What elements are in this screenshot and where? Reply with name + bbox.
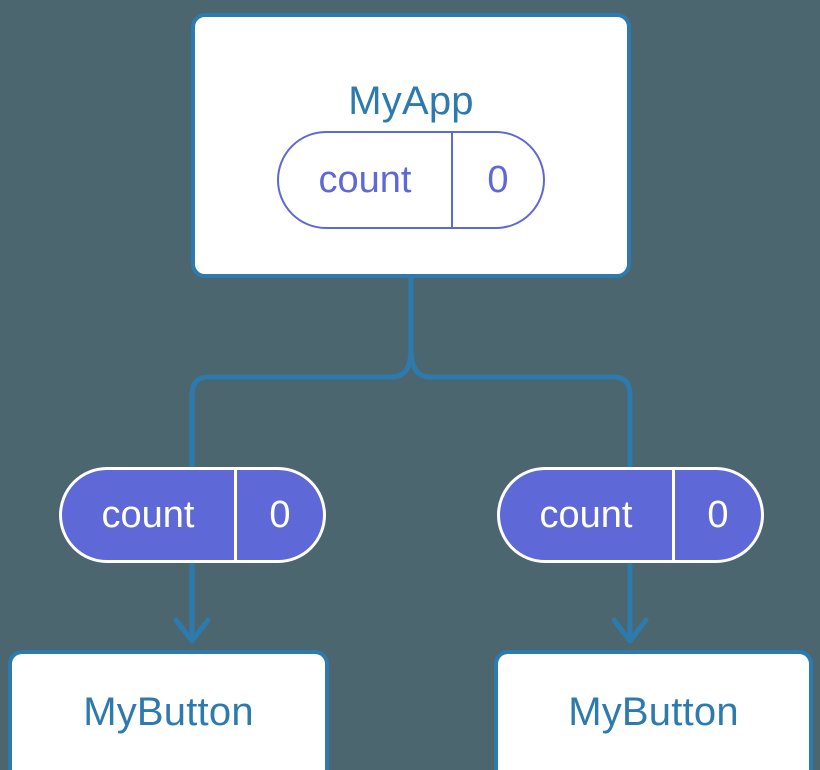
props-pill-key: count — [62, 470, 237, 560]
props-pill-value: 0 — [269, 493, 291, 536]
component-mybutton-right[interactable]: MyButton — [494, 650, 813, 770]
branch-right-line — [408, 346, 633, 467]
state-pill-key: count — [279, 133, 453, 227]
state-pill-myapp-count[interactable]: count 0 — [277, 131, 545, 229]
branch-left-line — [189, 346, 414, 467]
props-pill-left-count[interactable]: count 0 — [59, 467, 326, 563]
component-mybutton-title: MyButton — [83, 690, 254, 734]
props-pill-right-count[interactable]: count 0 — [497, 467, 764, 563]
component-mybutton-title: MyButton — [568, 690, 739, 734]
arrow-right-head — [611, 617, 649, 644]
props-pill-key: count — [500, 470, 675, 560]
arrow-left-head — [173, 617, 211, 644]
props-pill-value: 0 — [707, 493, 729, 536]
component-myapp-title: MyApp — [348, 79, 474, 123]
state-pill-value: 0 — [487, 158, 509, 201]
component-mybutton-left[interactable]: MyButton — [8, 650, 329, 770]
